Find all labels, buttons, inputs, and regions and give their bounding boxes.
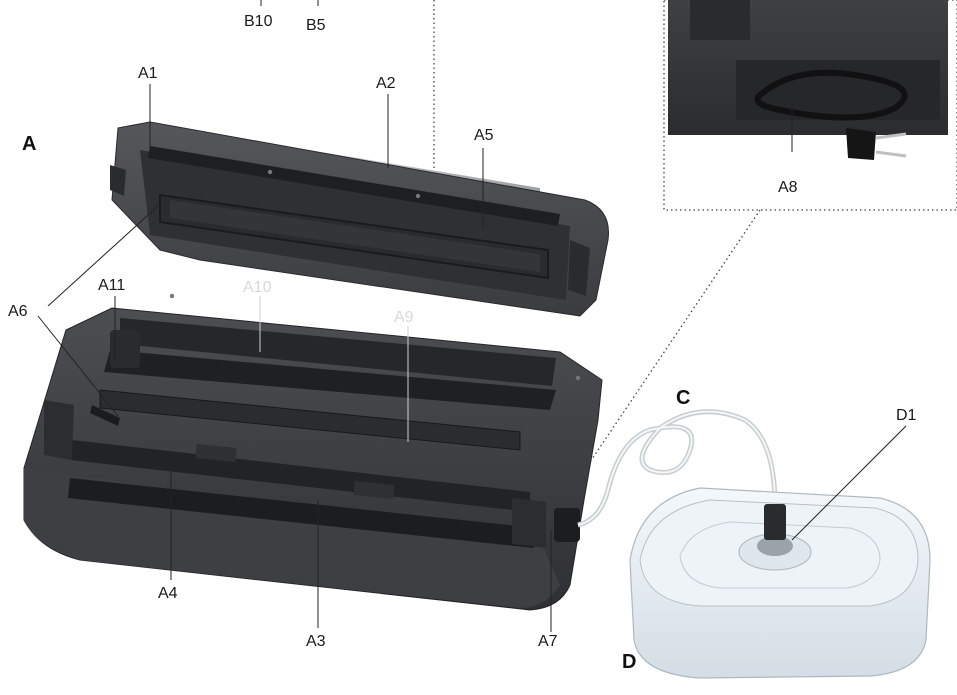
section-label-d: D [622, 651, 636, 673]
label-d1: D1 [896, 407, 917, 424]
vacuum-hose-highlight [577, 410, 776, 526]
lead-a6-upper [47, 205, 159, 307]
power-cord [754, 69, 908, 121]
label-a9: A9 [394, 309, 414, 326]
screw-2 [415, 193, 421, 199]
screw-3 [169, 293, 175, 299]
lead-a6-lower [37, 315, 119, 417]
label-a2: A2 [376, 75, 396, 92]
lid-latch-right [568, 240, 590, 296]
valve-connector [764, 504, 786, 540]
label-a7: A7 [538, 633, 558, 650]
screw-1 [267, 169, 273, 175]
section-label-c: C [676, 387, 690, 409]
left-pocket [44, 400, 74, 460]
lid-latch-left [110, 165, 126, 196]
label-a10: A10 [243, 279, 272, 296]
label-a6: A6 [8, 303, 28, 320]
container-valve [757, 536, 793, 556]
screw-4 [575, 375, 581, 381]
base-gasket-a6 [90, 405, 120, 426]
lead-d1 [791, 425, 907, 541]
cutter-rail-a3 [68, 478, 536, 548]
label-a3: A3 [306, 633, 326, 650]
control-block-a11 [110, 330, 140, 368]
power-plug [846, 128, 876, 160]
label-a11: A11 [98, 277, 125, 294]
inset-cord-recess [736, 60, 940, 120]
vacuum-sealer-illustration [23, 121, 610, 611]
vacuum-chamber-trough [104, 350, 556, 410]
label-b10: B10 [244, 13, 273, 30]
label-a5: A5 [474, 127, 494, 144]
cutter-rail-a4 [70, 440, 530, 512]
container-lid-rim [679, 521, 881, 589]
inset-detail-top [690, 0, 750, 40]
cutter-slider [195, 443, 237, 463]
vacuum-container-illustration [629, 487, 931, 679]
section-label-a: A [22, 133, 36, 155]
base-gasket-a9 [99, 389, 521, 451]
label-a4: A4 [158, 585, 178, 602]
lid-seal-strip [148, 146, 560, 226]
label-a8: A8 [778, 179, 798, 196]
hose-port [554, 508, 580, 542]
connector-inset-device [589, 209, 761, 463]
cutter-slider-2 [353, 480, 395, 500]
vacuum-chamber-back [120, 318, 556, 386]
label-b5: B5 [306, 17, 326, 34]
plug-pin-1 [875, 132, 907, 140]
plug-pin-2 [875, 150, 907, 158]
power-cord-inset [663, 0, 957, 211]
label-a1: A1 [138, 65, 158, 82]
right-pocket [512, 498, 546, 548]
lid-gasket-inner [170, 200, 540, 272]
